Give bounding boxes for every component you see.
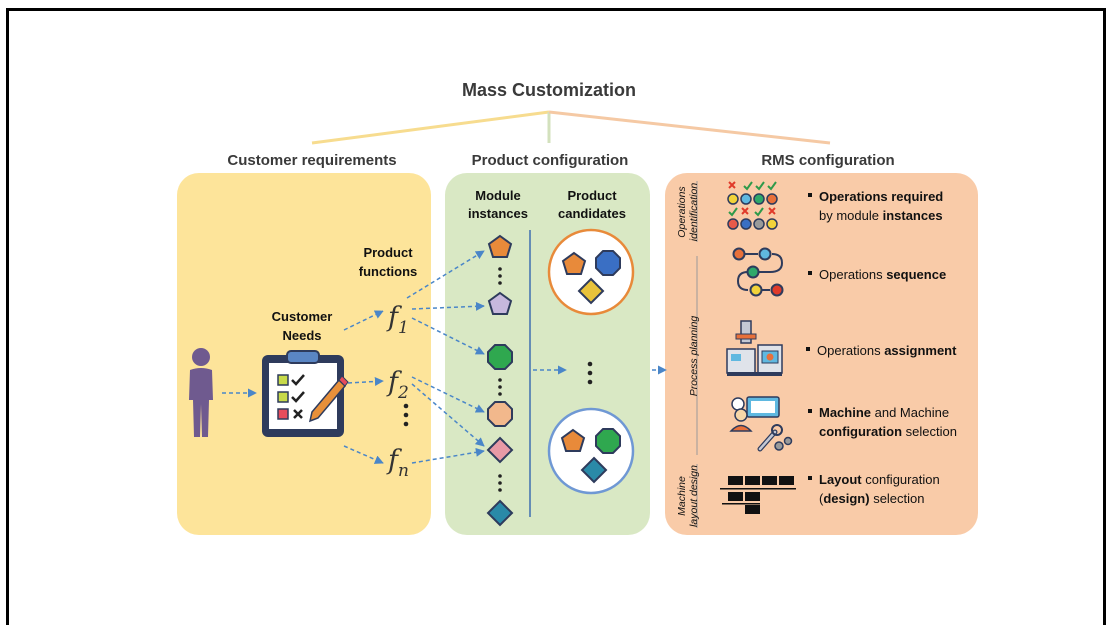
rms-item-5-line-2: (design) selection	[819, 491, 925, 506]
rms-item-5-line-1: Layout configuration	[819, 472, 940, 487]
rms-item-machine-configuration: Machine and Machine configuration select…	[808, 405, 957, 439]
candidate-blue-circle	[547, 407, 635, 495]
rms-item-operations-assignment: Operations assignment	[806, 343, 957, 358]
rms-item-5-line-1-segment-1: Layout	[819, 472, 862, 487]
diagram-title: Mass Customization	[462, 80, 636, 100]
rms-item-4-line-1: Machine and Machine	[819, 405, 949, 420]
rms-item-operations-required: Operations required by module instances	[808, 189, 943, 223]
title-connectors	[311, 110, 831, 145]
rms-item-2-line-1: Operations sequence	[819, 267, 946, 282]
layout-blocks-icon	[720, 476, 796, 514]
side-label-machine-layout-design-1: Machine	[676, 476, 688, 516]
module-ellipsis-3	[498, 474, 502, 492]
machine-selection-icon	[729, 396, 793, 452]
module-green-octagon-icon	[487, 344, 513, 370]
module-peach-octagon-icon	[487, 401, 513, 427]
rms-item-4-line-2-segment-2: selection	[902, 424, 957, 439]
rms-item-operations-sequence: Operations sequence	[808, 267, 946, 282]
rms-item-2-line-1-segment-2: sequence	[886, 267, 946, 282]
machines-assignment-icon	[726, 320, 783, 376]
rms-item-4-line-2: configuration selection	[819, 424, 957, 439]
rms-item-3-line-1-segment-2: assignment	[884, 343, 957, 358]
module-pink-diamond-icon	[486, 436, 514, 464]
candidate-orange-circle	[547, 228, 635, 316]
rms-item-4-line-1-segment-1: Machine	[819, 405, 871, 420]
module-instances-label-1: Module	[475, 188, 521, 203]
operations-checklist-icon	[727, 181, 778, 230]
module-instances-label-2: instances	[468, 206, 528, 221]
rms-item-3-line-1-segment-1: Operations	[817, 343, 884, 358]
rms-panel	[665, 173, 978, 535]
side-label-process-planning: Process planning	[688, 316, 700, 397]
rms-item-5-line-2-segment-1: (	[819, 491, 824, 506]
product-configuration-heading: Product configuration	[472, 152, 629, 169]
product-functions-label-2: functions	[359, 264, 418, 279]
module-lavender-pentagon-icon	[487, 291, 513, 315]
module-ellipsis-1	[498, 267, 502, 285]
function-to-module-arrows	[406, 250, 485, 464]
module-orange-pentagon-icon	[487, 234, 513, 258]
operations-sequence-icon	[732, 247, 784, 297]
person-icon	[189, 348, 213, 437]
customer-requirements-heading: Customer requirements	[227, 152, 396, 169]
customer-needs-label-1: Customer	[272, 309, 333, 324]
rms-item-5-line-1-segment-2: configuration	[862, 472, 940, 487]
candidate-ellipsis	[587, 361, 593, 385]
side-label-machine-layout-design-2: layout design	[688, 465, 700, 527]
rms-item-1-line-2-segment-2: instances	[883, 208, 943, 223]
side-label-operations-identification-2: identification	[688, 183, 700, 242]
frame-border	[6, 8, 1106, 625]
needs-to-functions-arrows	[343, 310, 384, 464]
rms-item-2-line-1-segment-1: Operations	[819, 267, 886, 282]
module-teal-diamond-icon	[486, 499, 514, 527]
clipboard-checklist-icon	[262, 350, 349, 437]
rms-item-layout-configuration: Layout configuration (design) selection	[808, 472, 940, 506]
rms-item-4-line-1-segment-2: and Machine	[871, 405, 949, 420]
module-ellipsis-2	[498, 378, 502, 396]
rms-configuration-heading: RMS configuration	[761, 152, 894, 169]
rms-item-3-line-1: Operations assignment	[817, 343, 957, 358]
function-ellipsis	[403, 403, 409, 427]
rms-item-5-line-2-segment-3: selection	[870, 491, 925, 506]
rms-item-5-line-2-segment-2: design)	[823, 491, 869, 506]
rms-item-4-line-2-segment-1: configuration	[819, 424, 902, 439]
rms-item-1-line-2: by module instances	[819, 208, 943, 223]
product-candidates-label-2: candidates	[558, 206, 626, 221]
customer-needs-label-2: Needs	[282, 328, 321, 343]
rms-item-1-line-2-segment-1: by module	[819, 208, 883, 223]
product-candidates-label-1: Product	[567, 188, 617, 203]
rms-item-1-line-1: Operations required	[819, 189, 943, 204]
side-label-operations-identification-1: Operations	[676, 186, 688, 238]
rms-item-1-line-1-segment-1: Operations required	[819, 189, 943, 204]
product-functions-label-1: Product	[363, 245, 413, 260]
